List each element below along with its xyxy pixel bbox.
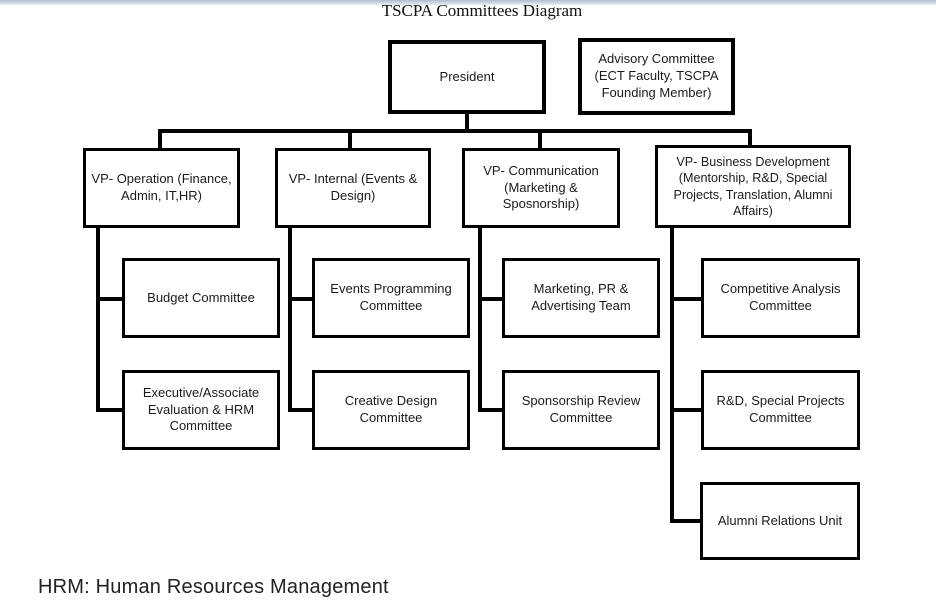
vp-internal-box: VP- Internal (Events & Design) xyxy=(275,148,431,228)
vp-business-development-box: VP- Business Development (Mentorship, R&… xyxy=(655,145,851,228)
vp-operation-box: VP- Operation (Finance, Admin, IT,HR) xyxy=(83,148,240,228)
connector-stub-creative-design xyxy=(288,408,312,412)
connector-president-drop xyxy=(465,114,469,133)
advisory-committee-box: Advisory Committee (ECT Faculty, TSCPA F… xyxy=(578,38,735,115)
executive-evaluation-hrm-box: Executive/Associate Evaluation & HRM Com… xyxy=(122,370,280,450)
connector-drop-vp-communication xyxy=(538,129,542,148)
alumni-relations-unit-box: Alumni Relations Unit xyxy=(700,482,860,560)
connector-drop-vp-business xyxy=(748,129,752,145)
budget-committee-box: Budget Committee xyxy=(122,258,280,338)
connector-stub-budget xyxy=(96,297,122,301)
diagram-title: TSCPA Committees Diagram xyxy=(381,1,583,20)
connector-drop-vp-operation xyxy=(158,129,162,148)
rd-special-projects-box: R&D, Special Projects Committee xyxy=(701,370,860,450)
events-programming-box: Events Programming Committee xyxy=(312,258,470,338)
connector-main-horizontal xyxy=(158,129,752,133)
connector-stub-executive-evaluation xyxy=(96,408,122,412)
vp-communication-box: VP- Communication (Marketing & Sposnorsh… xyxy=(462,148,620,228)
connector-communication-branch-vertical xyxy=(478,228,482,412)
connector-stub-marketing-pr xyxy=(478,297,502,301)
connector-stub-rd-special-projects xyxy=(670,408,701,412)
connector-stub-alumni-relations xyxy=(670,519,700,523)
creative-design-box: Creative Design Committee xyxy=(312,370,470,450)
connector-business-branch-vertical xyxy=(670,228,674,523)
connector-stub-events-programming xyxy=(288,297,312,301)
connector-internal-branch-vertical xyxy=(288,228,292,412)
competitive-analysis-box: Competitive Analysis Committee xyxy=(701,258,860,338)
sponsorship-review-box: Sponsorship Review Committee xyxy=(502,370,660,450)
president-box: President xyxy=(388,40,546,114)
connector-stub-sponsorship-review xyxy=(478,408,502,412)
footnote-hrm: HRM: Human Resources Management xyxy=(38,576,389,598)
window-top-edge xyxy=(0,0,936,5)
connector-operation-branch-vertical xyxy=(96,228,100,412)
connector-stub-competitive-analysis xyxy=(670,297,701,301)
marketing-pr-advertising-box: Marketing, PR & Advertising Team xyxy=(502,258,660,338)
connector-drop-vp-internal xyxy=(348,129,352,148)
